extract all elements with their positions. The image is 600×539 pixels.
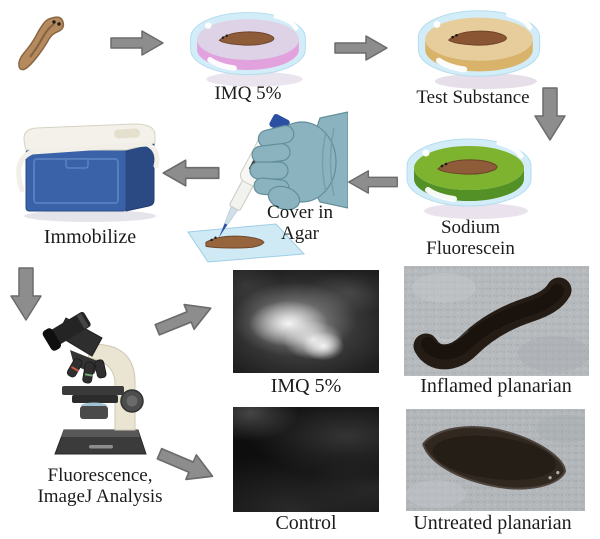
inflamed-worm [413,277,572,370]
planarian-icon [18,16,65,71]
planarian-on-slide [205,235,265,249]
fluorescence-image-control [233,407,379,512]
petri-dish-fluorescein-icon [406,138,532,219]
arrow-left-icon [162,159,220,187]
arrow-down-icon [534,87,566,141]
planarian-in-dish [218,31,275,46]
cooler-icon [16,123,160,222]
photo-inflamed-planarian [404,266,589,376]
objectives [66,358,107,384]
planarian-in-dish [437,159,498,175]
arrow-up-right-icon [154,303,212,336]
petri-dish-test-icon [417,10,541,90]
arrow-down-icon [10,267,42,321]
analysis-label: Fluorescence, ImageJ Analysis [37,465,163,507]
arrow-right-icon [110,30,164,56]
pipette-hand-icon [187,111,348,263]
cover-in-agar-label: Cover in Agar [267,202,333,244]
test-substance-label: Test Substance [416,87,530,108]
imq-dish-label: IMQ 5% [214,83,282,104]
eyepiece [42,311,91,351]
untreated-worm [422,426,566,490]
imq-image-label: IMQ 5% [270,375,342,397]
gloved-hand [249,111,348,211]
arrow-down-right-icon [156,447,214,481]
microscope-icon [42,311,147,455]
sodium-fluorescein-label: Sodium Fluorescein [426,217,515,259]
inflamed-label: Inflamed planarian [420,375,572,397]
petri-dish-imq-icon [190,12,306,87]
untreated-label: Untreated planarian [413,512,572,534]
immobilize-label: Immobilize [43,226,137,248]
arrow-left-icon [348,170,398,194]
planarian-in-dish [447,30,507,46]
photo-untreated-planarian [406,409,585,511]
arrow-right-icon [334,35,388,61]
control-image-label: Control [275,512,337,534]
fluorescence-image-imq [233,270,379,373]
